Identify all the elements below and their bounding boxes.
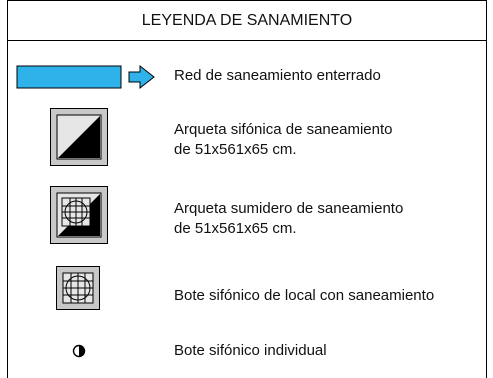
legend-entry-2-label: Arqueta sifónica de saneamiento de 51x56… bbox=[174, 121, 393, 158]
legend-title: LEYENDA DE SANAMIENTO bbox=[8, 0, 486, 41]
legend-entry-4-label: Bote sifónico de local con saneamiento bbox=[174, 287, 435, 304]
local-siphon-icon bbox=[56, 266, 100, 310]
legend-entry-5-label: Bote sifónico individual bbox=[174, 342, 327, 359]
legend-panel: LEYENDA DE SANAMIENTO Red de saneamiento… bbox=[7, 0, 487, 378]
legend-entry-3-label: Arqueta sumidero de saneamiento de 51x56… bbox=[174, 200, 404, 237]
siphon-box-icon bbox=[50, 108, 108, 166]
sump-box-icon bbox=[50, 186, 108, 244]
pipe-arrow-icon bbox=[16, 64, 156, 90]
legend-entry-1-label: Red de saneamiento enterrado bbox=[174, 67, 381, 84]
half-circle-icon bbox=[72, 344, 86, 358]
